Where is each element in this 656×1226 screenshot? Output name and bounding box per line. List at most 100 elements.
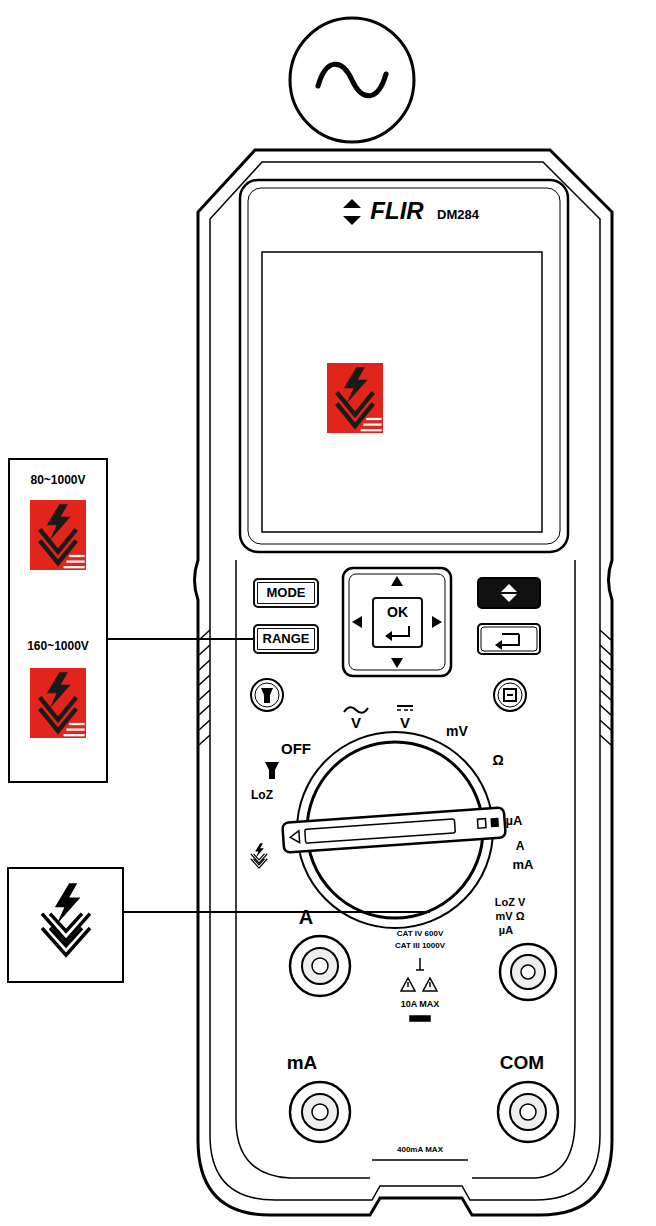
round-buttons xyxy=(261,688,273,703)
input-jacks xyxy=(290,1082,350,1142)
rotary-dial xyxy=(251,706,506,928)
nav-pad xyxy=(391,626,409,636)
round-buttons xyxy=(494,679,526,711)
logo-icon xyxy=(343,216,361,225)
dial-position: µA xyxy=(506,814,523,827)
meter-housing xyxy=(195,150,613,1215)
side-buttons xyxy=(481,627,537,651)
input-jacks xyxy=(290,936,558,1142)
nav-pad xyxy=(349,574,445,670)
warning-symbols xyxy=(407,982,409,987)
logo-icon xyxy=(343,199,361,208)
side-buttons xyxy=(502,633,519,635)
ok-button: OK xyxy=(372,597,423,648)
fuse-rating: 400mA MAX xyxy=(397,1146,443,1154)
meter-housing xyxy=(600,660,611,670)
jack-label: mV Ω xyxy=(496,911,525,922)
warning-symbols xyxy=(416,969,424,971)
input-jacks xyxy=(520,1104,536,1120)
meter-housing xyxy=(199,675,210,685)
round-buttons xyxy=(255,683,279,707)
meter-housing xyxy=(600,690,611,700)
meter-housing xyxy=(600,735,611,745)
rotary-dial xyxy=(282,807,506,852)
side-buttons xyxy=(501,584,517,592)
input-jacks xyxy=(302,1094,338,1130)
meter-housing xyxy=(600,645,611,655)
nav-pad xyxy=(385,631,392,641)
rotary-dial xyxy=(477,819,486,829)
safety-rating: CAT III 1000V xyxy=(395,942,445,950)
rotary-dial xyxy=(397,705,413,707)
node-text: RANGE xyxy=(263,632,310,647)
round-buttons xyxy=(507,694,513,696)
input-jacks xyxy=(511,955,545,989)
callout-icons xyxy=(30,500,86,570)
rotary-dial xyxy=(397,709,401,711)
rotary-dial xyxy=(344,707,368,713)
jack-label: A xyxy=(299,907,313,927)
nav-pad xyxy=(343,568,451,676)
nav-pad xyxy=(343,568,451,676)
meter-housing xyxy=(199,690,210,700)
meter-housing xyxy=(210,162,600,1200)
side-buttons xyxy=(501,634,519,645)
round-buttons xyxy=(251,679,526,711)
nav-pad xyxy=(391,576,403,586)
input-jacks xyxy=(312,1104,328,1120)
jack-label: COM xyxy=(500,1053,544,1072)
meter-housing xyxy=(600,630,611,640)
round-buttons xyxy=(251,679,283,711)
model-number: DM284 xyxy=(437,208,479,221)
display-screen xyxy=(262,252,542,532)
display-screen xyxy=(262,252,542,532)
dial-position: Ω xyxy=(492,753,503,767)
side-buttons xyxy=(478,578,540,654)
jack-label: mA xyxy=(287,1053,318,1072)
logo-icon xyxy=(343,199,361,225)
rotary-dial xyxy=(490,818,499,828)
side-buttons xyxy=(495,640,502,650)
input-jacks xyxy=(521,965,535,979)
ac-symbol xyxy=(290,18,414,142)
jack-label: LoZ V xyxy=(495,897,526,908)
input-jacks xyxy=(500,944,556,1000)
meter-housing xyxy=(600,720,611,730)
rotary-dial xyxy=(305,819,456,843)
meter-housing xyxy=(236,560,575,1178)
safety-rating: CAT IV 600V xyxy=(397,930,444,938)
mode-button: MODE xyxy=(253,578,319,608)
meter-housing xyxy=(600,705,611,715)
range-button: RANGE xyxy=(253,624,319,654)
dial-position: A xyxy=(516,840,525,852)
warning-symbols xyxy=(401,978,415,991)
brand-logo: FLIR xyxy=(370,199,423,223)
node-text: OK xyxy=(374,604,421,620)
input-jacks xyxy=(510,1094,546,1130)
display-screen xyxy=(327,363,383,433)
dial-position: mA xyxy=(513,858,534,871)
meter-housing xyxy=(195,150,613,1215)
side-buttons xyxy=(501,594,517,602)
dial-position: mV xyxy=(446,724,468,738)
rotary-dial xyxy=(282,807,506,852)
callout-icons xyxy=(30,500,86,738)
input-jacks xyxy=(302,948,338,984)
warning-symbols xyxy=(372,958,468,1160)
warning-symbols xyxy=(423,978,437,991)
leader-line xyxy=(108,639,253,640)
rotary-dial xyxy=(251,843,268,868)
node-text: 160~1000V xyxy=(10,640,106,654)
dial-callout xyxy=(8,868,123,982)
dial-position: V xyxy=(351,715,361,730)
fuse-rating: 10A MAX xyxy=(401,1000,440,1009)
round-buttons xyxy=(504,689,516,701)
side-buttons xyxy=(478,624,540,654)
meter-housing xyxy=(240,180,568,552)
dial-position: V xyxy=(400,715,410,730)
dial-position: LoZ xyxy=(251,789,273,801)
warning-symbols xyxy=(410,1016,430,1021)
callout-icons xyxy=(30,668,86,738)
node-text: 80~1000V xyxy=(10,474,106,488)
